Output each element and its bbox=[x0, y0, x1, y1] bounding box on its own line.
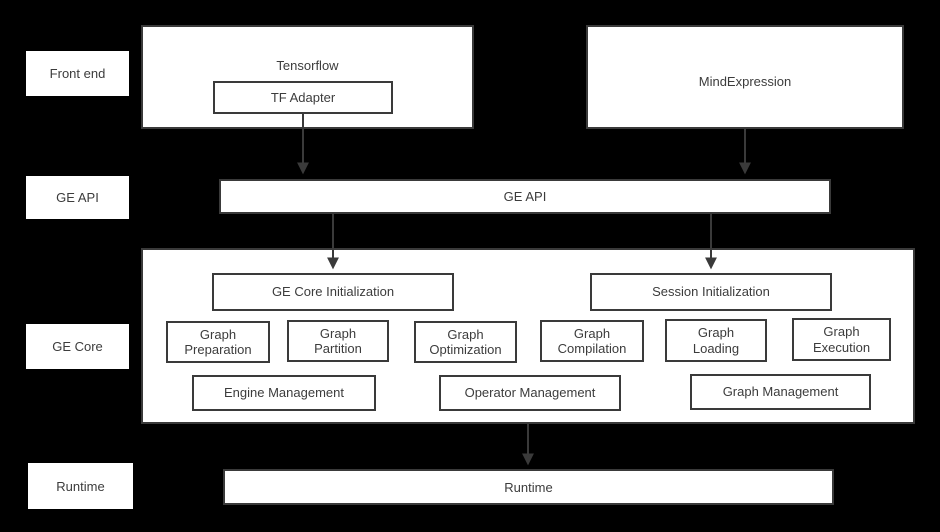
ge-api-bar[interactable]: GE API bbox=[219, 179, 831, 214]
stage-label-front-end-text: Front end bbox=[49, 66, 106, 81]
stage-label-ge-core: GE Core bbox=[26, 324, 129, 369]
ge-core-initialization-box[interactable]: GE Core Initialization bbox=[212, 273, 454, 311]
runtime-bar-label: Runtime bbox=[504, 479, 553, 495]
tensorflow-panel-title: Tensorflow bbox=[276, 58, 339, 73]
engine-management-box[interactable]: Engine Management bbox=[192, 375, 376, 411]
stage-label-ge-api-text: GE API bbox=[56, 190, 99, 205]
graph-loading-label: Graph Loading bbox=[692, 325, 740, 356]
graph-partition-label: Graph Partition bbox=[314, 325, 362, 356]
graph-management-box[interactable]: Graph Management bbox=[690, 374, 871, 410]
graph-optimization-label: Graph Optimization bbox=[429, 326, 502, 357]
ge-api-bar-label: GE API bbox=[503, 189, 547, 204]
graph-management-label: Graph Management bbox=[722, 384, 839, 400]
mindexpression-panel-title: MindExpression bbox=[698, 74, 792, 89]
ge-core-initialization-label: GE Core Initialization bbox=[271, 284, 395, 300]
graph-optimization-box[interactable]: Graph Optimization bbox=[414, 321, 517, 363]
graph-compilation-box[interactable]: Graph Compilation bbox=[540, 320, 644, 362]
stage-label-runtime-text: Runtime bbox=[56, 478, 105, 494]
graph-partition-box[interactable]: Graph Partition bbox=[287, 320, 389, 362]
tf-adapter-label: TF Adapter bbox=[270, 89, 336, 105]
engine-management-label: Engine Management bbox=[224, 385, 344, 401]
runtime-bar[interactable]: Runtime bbox=[223, 469, 834, 505]
stage-label-runtime: Runtime bbox=[28, 463, 133, 509]
stage-label-ge-core-text: GE Core bbox=[52, 339, 103, 354]
stage-label-front-end: Front end bbox=[26, 51, 129, 96]
operator-management-label: Operator Management bbox=[464, 385, 596, 401]
graph-preparation-box[interactable]: Graph Preparation bbox=[166, 321, 270, 363]
session-initialization-label: Session Initialization bbox=[652, 284, 770, 300]
graph-loading-box[interactable]: Graph Loading bbox=[665, 319, 767, 362]
graph-compilation-label: Graph Compilation bbox=[557, 325, 627, 356]
mindexpression-panel: MindExpression bbox=[586, 25, 904, 129]
graph-preparation-label: Graph Preparation bbox=[184, 326, 252, 357]
graph-execution-label: Graph Execution bbox=[812, 324, 871, 355]
operator-management-box[interactable]: Operator Management bbox=[439, 375, 621, 411]
session-initialization-box[interactable]: Session Initialization bbox=[590, 273, 832, 311]
graph-execution-box[interactable]: Graph Execution bbox=[792, 318, 891, 361]
stage-label-ge-api: GE API bbox=[26, 176, 129, 219]
tf-adapter-box[interactable]: TF Adapter bbox=[213, 81, 393, 114]
